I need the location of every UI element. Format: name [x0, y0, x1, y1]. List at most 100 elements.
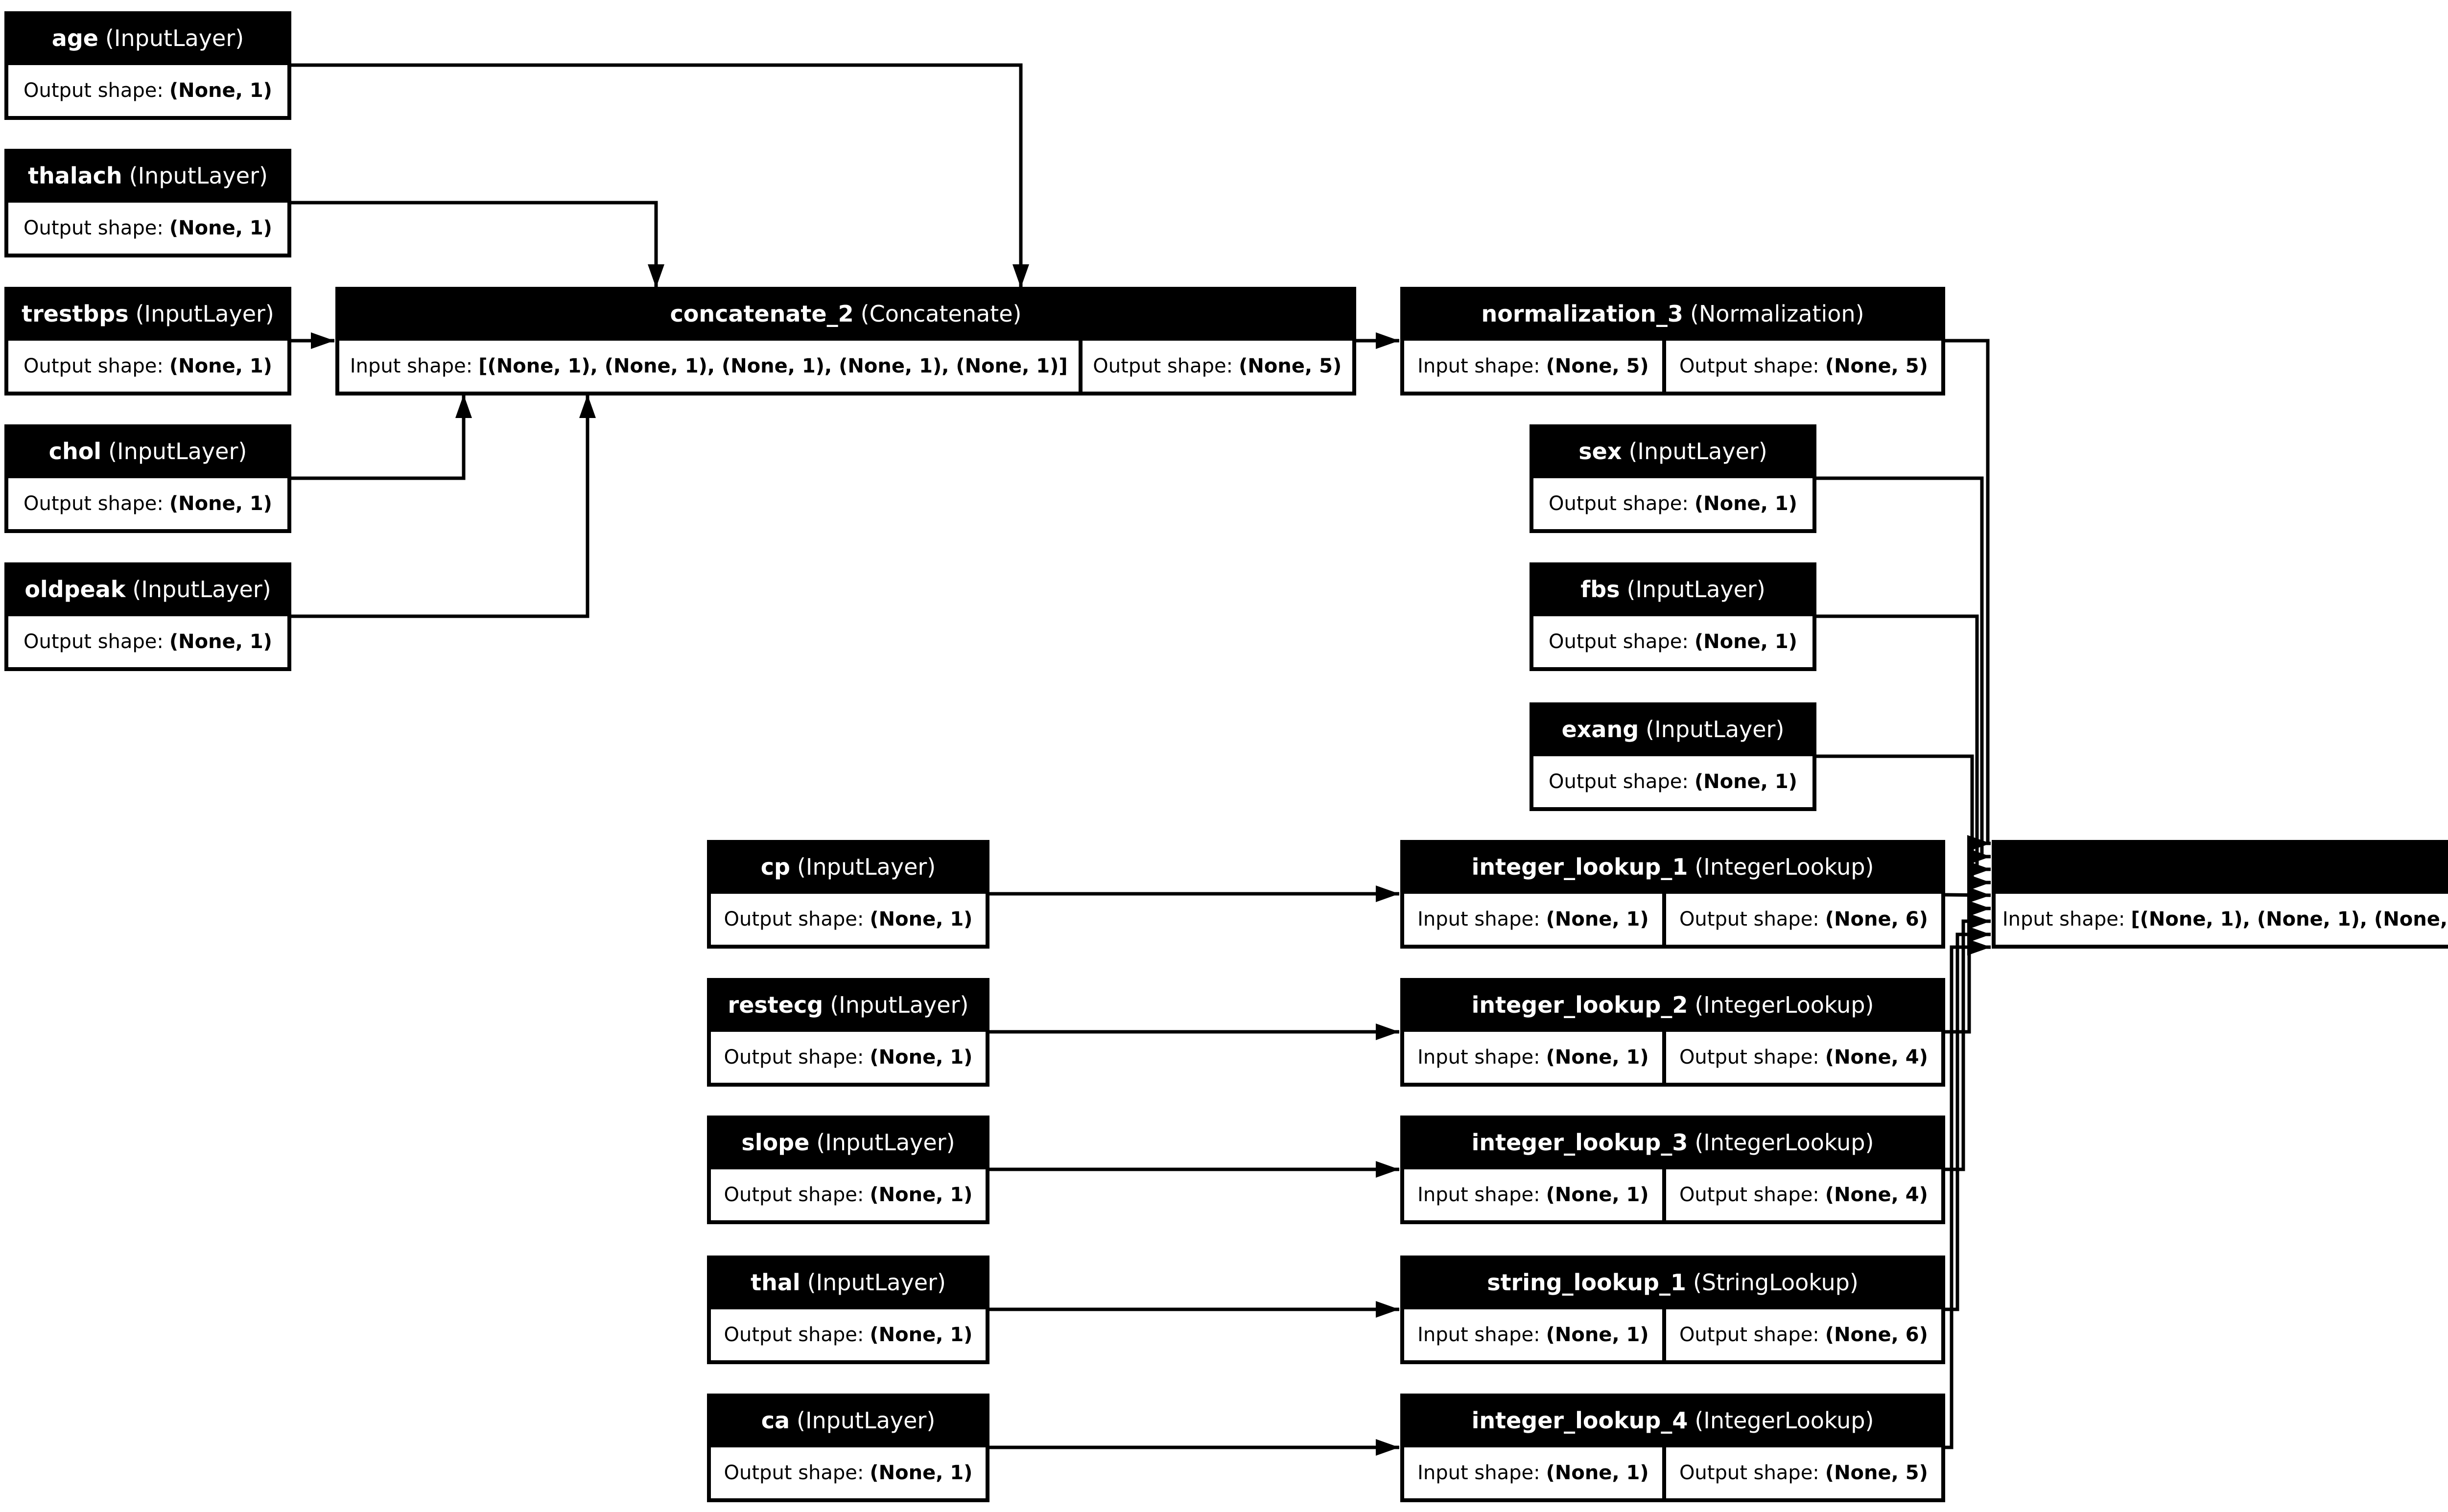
output-shape-label: Output shape: [724, 1324, 864, 1346]
output-shape-label: Output shape: [24, 79, 164, 102]
input-shape-cell: Input shape:(None, 5) [1404, 341, 1662, 392]
edge-chol-concatenate_2 [291, 395, 472, 480]
output-shape-cell: Output shape:(None, 6) [1666, 1309, 1941, 1360]
output-shape-cell: Output shape:(None, 1) [8, 478, 287, 529]
input-shape-cell: Input shape:[(None, 1), (None, 1), (None… [339, 341, 1079, 392]
output-shape-cell: Output shape:(None, 1) [711, 1032, 986, 1083]
layer-node-exang: exang(InputLayer)Output shape:(None, 1) [1530, 702, 1816, 811]
layer-type: (InputLayer) [797, 854, 936, 880]
output-shape-label: Output shape: [724, 908, 864, 930]
input-shape-label: Input shape: [2002, 908, 2125, 930]
shape-cells: Output shape:(None, 1) [1533, 478, 1812, 529]
edge-integer_lookup_4-concatenate_3 [1945, 939, 1991, 1449]
layer-name: cp [760, 854, 790, 880]
output-shape-label: Output shape: [24, 492, 164, 515]
layer-name: integer_lookup_2 [1471, 992, 1688, 1018]
input-shape-cell: Input shape:(None, 1) [1404, 894, 1662, 945]
edge-oldpeak-concatenate_2 [291, 395, 596, 618]
edge-exang-concatenate_3 [1816, 754, 1991, 891]
layer-name: thalach [28, 163, 122, 189]
shape-cells: Output shape:(None, 1) [8, 478, 287, 529]
output-shape-value: (None, 1) [169, 355, 272, 377]
input-shape-value: [(None, 1), (None, 1), (None, 1), (None,… [2131, 908, 2448, 930]
shape-cells: Input shape:[(None, 1), (None, 1), (None… [339, 341, 1353, 392]
layer-title: ca(InputLayer) [711, 1394, 986, 1447]
output-shape-cell: Output shape:(None, 1) [8, 203, 287, 254]
shape-cells: Input shape:(None, 5)Output shape:(None,… [1404, 341, 1941, 392]
output-shape-value: (None, 1) [870, 1462, 973, 1484]
output-shape-cell: Output shape: (None, 1) [711, 1447, 986, 1498]
shape-cells: Output shape:(None, 1) [711, 894, 986, 945]
output-shape-cell: Output shape: (None, 1) [711, 1169, 986, 1220]
output-shape-label: Output shape: [724, 1462, 864, 1484]
layer-node-integer_lookup_2: integer_lookup_2(IntegerLookup)Input sha… [1400, 978, 1945, 1087]
output-shape-label: Output shape: [1549, 492, 1689, 515]
layer-title: integer_lookup_4(IntegerLookup) [1404, 1394, 1941, 1447]
layer-name: slope [741, 1129, 810, 1156]
output-shape-cell: Output shape:(None, 1) [1533, 616, 1812, 667]
layer-node-integer_lookup_3: integer_lookup_3(IntegerLookup)Input sha… [1400, 1116, 1945, 1224]
shape-cells: Input shape: [(None, 1), (None, 1), (None… [1996, 894, 2448, 945]
output-shape-value: (None, 1) [870, 1184, 973, 1206]
layer-node-sex: sex(InputLayer)Output shape:(None, 1) [1530, 424, 1816, 533]
output-shape-cell: Output shape: (None, 1) [711, 1309, 986, 1360]
layer-title: integer_lookup_2(IntegerLookup) [1404, 978, 1941, 1032]
input-shape-value: (None, 1) [1546, 1046, 1649, 1069]
layer-name: chol [48, 438, 102, 465]
input-shape-cell: Input shape: (None, 1) [1404, 1447, 1662, 1498]
shape-cells: Input shape:(None, 1)Output shape:(None,… [1404, 894, 1941, 945]
output-shape-value: (None, 1) [870, 1324, 973, 1346]
output-shape-cell: Output shape: (None, 4) [1666, 1032, 1941, 1083]
layer-node-age: age(InputLayer)Output shape:(None, 1) [4, 11, 291, 120]
layer-title: fbs(InputLayer) [1533, 562, 1812, 616]
output-shape-cell: Output shape:(None, 6) [1666, 894, 1941, 945]
layer-type: (InputLayer) [816, 1129, 955, 1156]
output-shape-label: Output shape: [724, 1184, 864, 1206]
layer-node-trestbps: trestbps(InputLayer)Output shape:(None, … [4, 287, 291, 395]
layer-name: concatenate_2 [670, 301, 854, 327]
shape-cells: Output shape:(None, 1) [1533, 616, 1812, 667]
output-shape-label: Output shape: [1679, 1462, 1819, 1484]
layer-node-thal: thal(InputLayer) Output shape: (None, 1) [707, 1256, 989, 1364]
shape-cells: Output shape:(None, 1) [8, 65, 287, 116]
shape-cells: Output shape:(None, 1) [8, 341, 287, 392]
output-shape-value: (None, 1) [169, 79, 272, 102]
output-shape-value: (None, 4) [1825, 1046, 1928, 1069]
layer-title: integer_lookup_3(IntegerLookup) [1404, 1116, 1941, 1169]
output-shape-value: (None, 1) [1694, 492, 1797, 515]
output-shape-label: Output shape: [1549, 630, 1689, 653]
output-shape-value: (None, 5) [1825, 1462, 1928, 1484]
input-shape-label: Input shape: [1417, 1324, 1540, 1346]
input-shape-cell: Input shape:(None, 1) [1404, 1169, 1662, 1220]
output-shape-label: Output shape: [1679, 1046, 1819, 1069]
layer-title: normalization_3(Normalization) [1404, 287, 1941, 341]
output-shape-value: (None, 1) [870, 1046, 973, 1069]
layer-node-ca: ca(InputLayer) Output shape: (None, 1) [707, 1394, 989, 1502]
output-shape-label: Output shape: [1093, 355, 1233, 377]
output-shape-label: Output shape: [1679, 1184, 1819, 1206]
layer-title: thal(InputLayer) [711, 1256, 986, 1309]
layer-title: cp (InputLayer) [711, 840, 986, 894]
layer-node-concatenate_2: concatenate_2(Concatenate)Input shape:[(… [335, 287, 1356, 395]
input-shape-value: (None, 1) [1546, 1324, 1649, 1346]
layer-node-string_lookup_1: string_lookup_1(StringLookup)Input shape… [1400, 1256, 1945, 1364]
shape-cells: Input shape: (None, 1) Output shape:(None,… [1404, 1309, 1941, 1360]
layer-node-fbs: fbs(InputLayer)Output shape:(None, 1) [1530, 562, 1816, 671]
output-shape-cell: Output shape:(None, 1) [8, 65, 287, 116]
output-shape-cell: Output shape:(None, 4) [1666, 1169, 1941, 1220]
layer-node-cp: cp (InputLayer) Output shape:(None, 1) [707, 840, 989, 949]
layer-name: string_lookup_1 [1487, 1269, 1686, 1296]
layer-type: (InputLayer) [129, 163, 268, 189]
input-shape-label: Input shape: [1417, 1462, 1540, 1484]
layer-type: (IntegerLookup) [1695, 854, 1874, 880]
output-shape-cell: Output shape:(None, 5) [1666, 341, 1941, 392]
layer-name: integer_lookup_4 [1471, 1407, 1688, 1434]
layer-type: (InputLayer) [1646, 716, 1785, 743]
input-shape-value: (None, 1) [1546, 1462, 1649, 1484]
layer-name: ca [761, 1407, 790, 1434]
output-shape-value: (None, 5) [1825, 355, 1928, 377]
layer-name: trestbps [22, 301, 129, 327]
layer-node-integer_lookup_1: integer_lookup_1(IntegerLookup)Input sha… [1400, 840, 1945, 949]
layer-title: restecg(InputLayer) [711, 978, 986, 1032]
